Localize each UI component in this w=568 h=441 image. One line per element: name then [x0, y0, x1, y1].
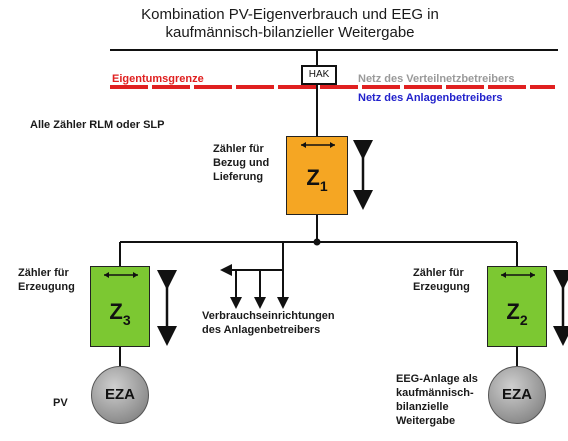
label-eigentumsgrenze: Eigentumsgrenze	[112, 73, 204, 85]
eza-generator-right: EZA	[488, 366, 546, 424]
meter-z2: Z2	[487, 266, 547, 347]
label-eeg-anlage: EEG-Anlage als kaufmännisch- bilanzielle…	[396, 373, 478, 427]
eza-generator-left: EZA	[91, 366, 149, 424]
label-zaehler-bezug: Zähler für Bezug und Lieferung	[213, 143, 270, 183]
label-zaehler-erzeugung-left: Zähler für Erzeugung	[18, 267, 75, 293]
hak-box: HAK	[301, 65, 337, 85]
meter-z1: Z1	[286, 136, 348, 215]
meter-z3-label: Z3	[109, 299, 131, 328]
label-netz-verteilnetz: Netz des Verteilnetzbetreibers	[358, 73, 515, 85]
label-pv: PV	[53, 397, 68, 409]
title-line-1: Kombination PV-Eigenverbrauch und EEG in	[141, 6, 439, 23]
label-alle-zaehler: Alle Zähler RLM oder SLP	[30, 119, 165, 131]
meter-z1-label: Z1	[306, 165, 328, 194]
diagram-title: Kombination PV-Eigenverbrauch und EEG in…	[140, 6, 440, 42]
label-netz-anlagen: Netz des Anlagenbetreibers	[358, 92, 503, 104]
label-verbraucher: Verbrauchseinrichtungen des Anlagenbetre…	[202, 310, 335, 336]
meter-z3: Z3	[90, 266, 150, 347]
bidirectional-arrow-icon	[301, 142, 335, 148]
bidirectional-arrow-icon	[104, 272, 138, 278]
label-zaehler-erzeugung-right: Zähler für Erzeugung	[413, 267, 470, 293]
title-line-2: kaufmännisch-bilanzieller Weitergabe	[165, 24, 415, 41]
bidirectional-arrow-icon	[501, 272, 535, 278]
meter-z2-label: Z2	[506, 299, 528, 328]
